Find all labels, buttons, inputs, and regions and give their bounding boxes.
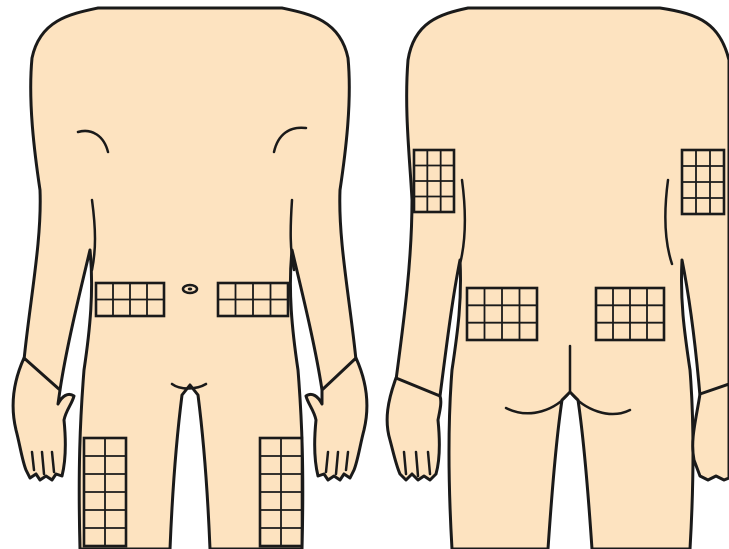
back-view-figure [387, 8, 729, 549]
front-view-figure [13, 8, 367, 549]
back-hand-right [693, 384, 729, 480]
back-torso [396, 8, 729, 549]
back-hand-left [387, 378, 441, 480]
navel-center [188, 288, 192, 291]
front-torso [24, 8, 356, 549]
